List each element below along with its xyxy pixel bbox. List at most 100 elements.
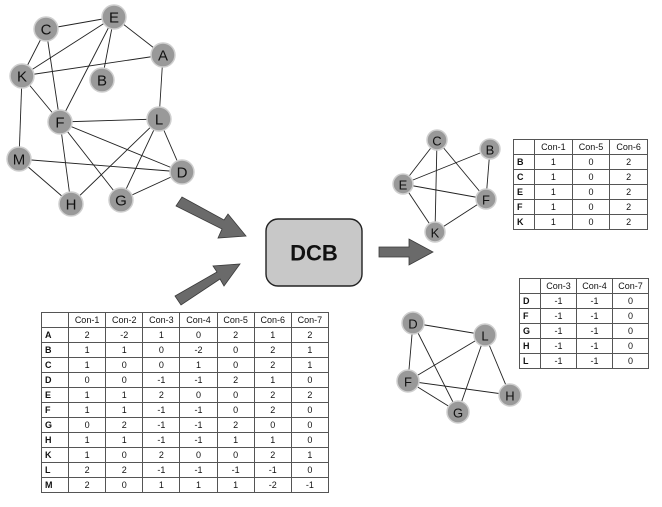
edge-D-G: [412, 322, 459, 413]
row-label: M: [41, 477, 69, 493]
table-cell: 0: [142, 342, 181, 358]
node-circle: [33, 16, 59, 42]
table-cell: 2: [67, 327, 107, 343]
table-cell: -1: [540, 353, 577, 369]
table-cell: -2: [253, 477, 292, 493]
table-cell: -1: [179, 462, 218, 478]
table-corner-cell: [513, 139, 535, 155]
table-cell: -1: [253, 462, 292, 478]
table-cell: -2: [179, 342, 218, 358]
table-cell: -1: [142, 372, 181, 388]
column-header: Con-7: [612, 278, 649, 294]
table-cell: 0: [67, 372, 107, 388]
node-A: A: [150, 42, 176, 68]
table-cell: 1: [105, 387, 144, 403]
table-cell: -1: [540, 308, 577, 324]
row-label: D: [519, 293, 541, 309]
node-K: K: [424, 221, 446, 243]
node-L: L: [473, 323, 497, 347]
table-cell: 0: [290, 462, 330, 478]
column-header: Con-1: [67, 312, 107, 328]
table-header-row: Con-1 Con-2 Con-3 Con-4 Con-5 Con-6 Con-…: [41, 312, 330, 328]
table-header-row: Con-1 Con-5 Con-6: [513, 139, 648, 155]
table-cell: 2: [216, 372, 255, 388]
table-cell: 2: [105, 462, 144, 478]
row-label: L: [41, 462, 69, 478]
main-matrix-table: Con-1 Con-2 Con-3 Con-4 Con-5 Con-6 Con-…: [41, 312, 330, 493]
table-cell: -1: [142, 462, 181, 478]
node-circle: [9, 63, 35, 89]
edge-F-L: [59, 118, 160, 123]
node-circle: [47, 109, 73, 135]
edge-K-A: [21, 54, 164, 77]
node-label: G: [453, 406, 463, 421]
row-label: D: [41, 372, 69, 388]
table-cell: 1: [105, 342, 144, 358]
row-label: E: [513, 184, 535, 200]
node-L: L: [146, 106, 172, 132]
table-cell: 0: [216, 357, 255, 373]
table-cell: 2: [609, 184, 648, 200]
row-label: K: [41, 447, 69, 463]
node-E: E: [392, 173, 414, 195]
column-header: Con-5: [571, 139, 611, 155]
node-label: L: [481, 329, 488, 344]
table-cell: 0: [216, 387, 255, 403]
node-K: K: [9, 63, 35, 89]
table-corner-cell: [41, 312, 69, 328]
table-cell: 0: [179, 447, 218, 463]
column-header: Con-4: [179, 312, 218, 328]
node-label: E: [109, 10, 119, 27]
node-D: D: [401, 311, 425, 335]
table-cell: -1: [540, 293, 577, 309]
node-label: L: [155, 112, 163, 129]
column-header: Con-2: [105, 312, 144, 328]
row-label: G: [41, 417, 69, 433]
edge-F-G: [59, 121, 122, 201]
table-cell: 0: [105, 477, 144, 493]
table-cell: 1: [216, 432, 255, 448]
table-cell: 0: [105, 447, 144, 463]
table-cell: 1: [67, 402, 107, 418]
node-label: C: [432, 134, 441, 149]
table-cell: -1: [179, 372, 218, 388]
edge-E-F: [402, 183, 487, 200]
table-cell: 1: [179, 477, 218, 493]
node-circle: [392, 173, 414, 195]
table-cell: 2: [609, 199, 648, 215]
table-cell: 1: [290, 447, 330, 463]
table-cell: 1: [534, 199, 573, 215]
table-cell: 0: [216, 447, 255, 463]
node-label: C: [41, 22, 52, 39]
table-cell: 1: [253, 432, 292, 448]
node-label: D: [177, 165, 188, 182]
table-cell: 0: [571, 199, 611, 215]
table-cell: -1: [576, 308, 613, 324]
node-circle: [401, 311, 425, 335]
node-label: F: [55, 115, 64, 132]
table-cell: 1: [67, 387, 107, 403]
edge-C-F: [436, 139, 487, 200]
table-cell: 2: [609, 169, 648, 185]
table-cell: 0: [105, 372, 144, 388]
table-cell: 0: [290, 402, 330, 418]
table-cell: 1: [67, 357, 107, 373]
table-cell: -1: [216, 462, 255, 478]
node-circle: [89, 67, 115, 93]
row-label: C: [41, 357, 69, 373]
node-B: B: [89, 67, 115, 93]
row-label: G: [519, 323, 541, 339]
table-cell: 1: [179, 357, 218, 373]
table-cell: -1: [576, 293, 613, 309]
